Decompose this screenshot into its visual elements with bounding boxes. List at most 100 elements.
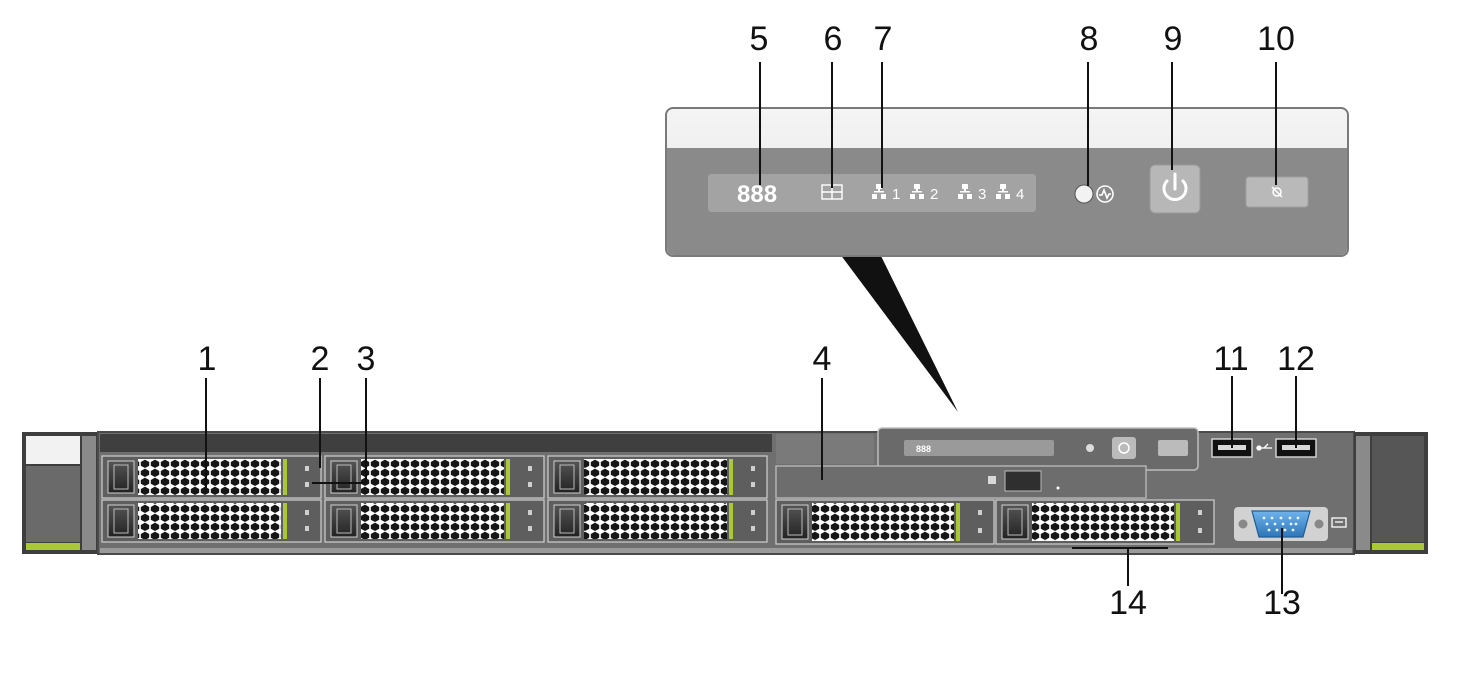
power-button-icon bbox=[1162, 172, 1188, 201]
drive-activity-led bbox=[528, 526, 532, 531]
drive-bay[interactable] bbox=[775, 499, 995, 545]
drive-bay[interactable] bbox=[995, 499, 1215, 545]
drive-vent-mesh bbox=[361, 503, 504, 539]
mini-uid-button[interactable] bbox=[1158, 440, 1188, 456]
leader-lines bbox=[205, 62, 1297, 594]
callout-14: 14 bbox=[1109, 584, 1147, 622]
callout-9: 9 bbox=[1164, 20, 1183, 58]
left-rack-ear bbox=[22, 432, 98, 554]
drive-handle[interactable] bbox=[330, 460, 358, 494]
drive-bay[interactable] bbox=[324, 499, 545, 543]
drive-handle[interactable] bbox=[1001, 504, 1029, 540]
network-icon bbox=[872, 184, 886, 199]
drive-activity-led bbox=[751, 482, 755, 487]
callout-5: 5 bbox=[750, 20, 769, 58]
callout-11: 11 bbox=[1213, 340, 1248, 378]
nic-label-1: 1 bbox=[892, 186, 900, 203]
health-indicator-led bbox=[1074, 184, 1094, 204]
callout-12: 12 bbox=[1277, 340, 1315, 378]
nic-label-3: 3 bbox=[978, 186, 986, 203]
drive-latch-strip bbox=[729, 459, 733, 495]
drive-vent-mesh bbox=[1032, 503, 1174, 541]
health-status-icon bbox=[1096, 185, 1114, 203]
drive-activity-led bbox=[305, 482, 309, 487]
drive-handle[interactable] bbox=[107, 460, 135, 494]
drive-handle[interactable] bbox=[330, 504, 358, 538]
vga-port[interactable] bbox=[1234, 507, 1328, 541]
optical-eject-button[interactable] bbox=[1004, 470, 1042, 492]
callout-3: 3 bbox=[357, 340, 376, 378]
right-rack-ear bbox=[1354, 432, 1428, 554]
drive-status-led bbox=[305, 510, 309, 515]
nic-indicator-3: 3 bbox=[958, 184, 986, 203]
mini-control-panel: 888 bbox=[776, 427, 1199, 471]
callout-13: 13 bbox=[1263, 584, 1301, 622]
drive-bay[interactable] bbox=[324, 455, 545, 499]
callout-2: 2 bbox=[311, 340, 330, 378]
callout-1: 1 bbox=[198, 340, 217, 378]
drive-latch-strip bbox=[506, 459, 510, 495]
drive-latch-strip bbox=[506, 503, 510, 539]
mini-power-icon bbox=[1118, 442, 1130, 454]
drive-status-led bbox=[1198, 510, 1202, 515]
vga-port-icon bbox=[1331, 517, 1347, 528]
network-icon bbox=[996, 184, 1010, 199]
drive-status-led bbox=[528, 510, 532, 515]
fault-code-digits: 888 bbox=[737, 181, 777, 208]
network-icon bbox=[958, 184, 972, 199]
drive-vent-mesh bbox=[584, 459, 727, 495]
drive-handle[interactable] bbox=[107, 504, 135, 538]
mini-health-led bbox=[1086, 444, 1094, 452]
control-panel-enlarged: 888 1 2 3 bbox=[665, 107, 1349, 412]
zoom-pointer bbox=[840, 254, 958, 412]
callout-6: 6 bbox=[824, 20, 843, 58]
mini-fault-code: 888 bbox=[916, 444, 931, 454]
fault-code-display bbox=[708, 174, 1036, 212]
drive-status-led bbox=[528, 466, 532, 471]
callout-7: 7 bbox=[874, 20, 893, 58]
drive-bay[interactable] bbox=[547, 455, 768, 499]
drive-handle[interactable] bbox=[781, 504, 809, 540]
nic-indicator-4: 4 bbox=[996, 184, 1024, 203]
drive-bay[interactable] bbox=[101, 499, 322, 543]
drive-vent-mesh bbox=[812, 503, 954, 541]
mini-power-button[interactable] bbox=[1112, 437, 1136, 459]
callout-labels: 1 2 3 4 5 6 7 8 9 10 11 12 13 14 bbox=[198, 20, 1315, 622]
drive-status-led bbox=[305, 466, 309, 471]
drive-activity-led bbox=[978, 528, 982, 533]
optical-drive-bay bbox=[775, 465, 1147, 499]
drive-activity-led bbox=[305, 526, 309, 531]
drive-bay[interactable] bbox=[547, 499, 768, 543]
callout-8: 8 bbox=[1080, 20, 1099, 58]
drive-activity-led bbox=[528, 482, 532, 487]
drive-vent-mesh bbox=[138, 503, 281, 539]
power-button[interactable] bbox=[1149, 164, 1201, 214]
drive-latch-strip bbox=[956, 503, 960, 541]
server-chassis: 888 bbox=[22, 427, 1428, 555]
drive-latch-strip bbox=[729, 503, 733, 539]
drive-activity-led bbox=[1198, 528, 1202, 533]
nic-indicator-2: 2 bbox=[910, 184, 938, 203]
drive-handle[interactable] bbox=[553, 460, 581, 494]
drive-status-led bbox=[751, 510, 755, 515]
drive-latch-strip bbox=[1176, 503, 1180, 541]
drive-handle[interactable] bbox=[553, 504, 581, 538]
drive-status-led bbox=[978, 510, 982, 515]
drive-vent-mesh bbox=[138, 459, 281, 495]
nic-label-2: 2 bbox=[930, 186, 938, 203]
drive-bay-grid bbox=[101, 455, 1215, 545]
callout-4: 4 bbox=[813, 340, 832, 378]
drive-vent-mesh bbox=[361, 459, 504, 495]
drive-activity-led bbox=[751, 526, 755, 531]
nic-indicator-1: 1 bbox=[872, 184, 900, 203]
nic-label-4: 4 bbox=[1016, 186, 1024, 203]
drive-latch-strip bbox=[283, 503, 287, 539]
usb-port-icon bbox=[1256, 443, 1272, 451]
drive-vent-mesh bbox=[584, 503, 727, 539]
network-icon bbox=[910, 184, 924, 199]
callout-10: 10 bbox=[1257, 20, 1295, 58]
drive-bay[interactable] bbox=[101, 455, 322, 499]
drive-status-led bbox=[751, 466, 755, 471]
drive-latch-strip bbox=[283, 459, 287, 495]
